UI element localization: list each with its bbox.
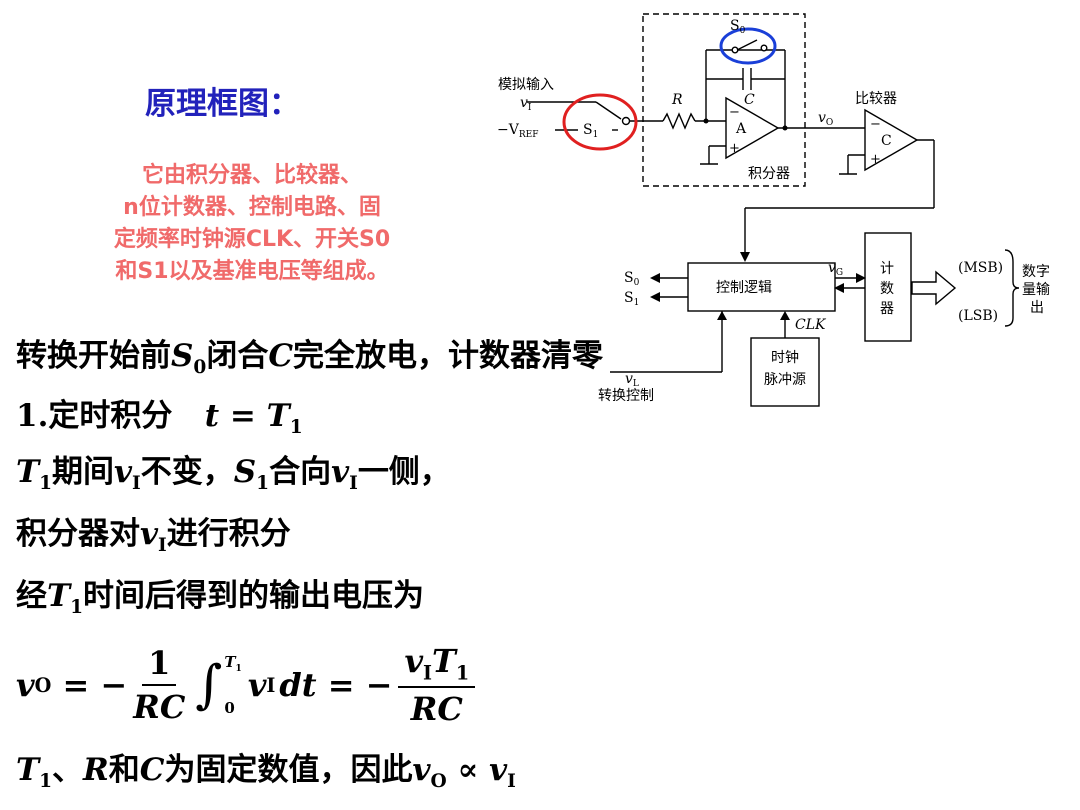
label-control-logic: 控制逻辑 xyxy=(716,280,772,296)
label-comparator: 比较器 xyxy=(855,91,897,107)
label-s1: S1 xyxy=(583,122,598,140)
page-title: 原理框图： xyxy=(145,86,300,122)
label-vi: vI xyxy=(520,95,532,113)
label-vg: vG xyxy=(828,260,843,278)
s0-highlight-ellipse xyxy=(719,27,777,65)
integral-sign: ∫ xyxy=(195,655,223,715)
description-line: 和S1以及基准电压等组成。 xyxy=(115,259,389,284)
label-clock-1: 时钟 xyxy=(771,349,799,366)
label-vref: −VREF xyxy=(497,122,538,140)
output-arrow xyxy=(911,270,957,306)
fraction-1-over-rc: 1 RC xyxy=(133,644,186,726)
label-minus: − xyxy=(729,105,740,120)
label-counter-2: 数 xyxy=(880,281,894,297)
label-integrator: 积分器 xyxy=(748,166,790,182)
label-amp-a: A xyxy=(735,121,747,137)
label-comp-c: C xyxy=(881,133,892,149)
text-line-7: T1、R和C为固定数值，因此vO ∝ vI xyxy=(16,752,516,793)
label-comp-plus: + xyxy=(870,152,881,167)
label-msb: (MSB) xyxy=(958,260,1003,276)
text-line-4: 积分器对vI进行积分 xyxy=(16,516,291,557)
circuit-diagram: 模拟输入 vI −VREF S1 S0 R C A − + 积分器 vO 比较器… xyxy=(497,13,1050,407)
label-digital-output-2: 量输 xyxy=(1022,282,1050,298)
description-line: 它由积分器、比较器、 xyxy=(141,163,362,188)
label-plus: + xyxy=(729,141,740,156)
label-r: R xyxy=(671,92,683,108)
label-counter-1: 计 xyxy=(880,261,894,277)
description-line: n位计数器、控制电路、固 xyxy=(123,195,381,220)
label-out-s0: S0 xyxy=(624,270,640,288)
label-s0: S0 xyxy=(730,18,746,36)
label-clock-2: 脉冲源 xyxy=(764,372,806,388)
label-c: C xyxy=(744,92,755,108)
comparator-c xyxy=(864,108,919,172)
s1-highlight-ellipse xyxy=(562,93,638,151)
label-analog-input: 模拟输入 xyxy=(498,77,554,93)
label-digital-output-3: 出 xyxy=(1030,300,1044,316)
text-line-1: 转换开始前S0闭合C完全放电，计数器清零 xyxy=(16,338,604,379)
op-amp-a xyxy=(725,96,780,160)
control-logic-block xyxy=(687,262,836,312)
fraction-vit1-over-rc: vIT1 RC xyxy=(398,642,476,728)
label-comp-minus: − xyxy=(870,117,881,132)
label-vo: vO xyxy=(818,110,833,128)
integral-limits: T1 0 xyxy=(224,653,242,717)
label-digital-output-1: 数字 xyxy=(1022,264,1050,280)
label-counter-3: 器 xyxy=(880,301,894,317)
text-line-3: T1期间vI不变，S1合向vI一侧， xyxy=(16,454,451,495)
description-line: 定频率时钟源CLK、开关S0 xyxy=(113,227,391,252)
label-clk: CLK xyxy=(795,317,827,333)
label-out-s1: S1 xyxy=(624,290,639,308)
switch-s1-lever xyxy=(595,101,622,120)
label-conversion-control: 转换控制 xyxy=(598,387,654,404)
label-lsb: (LSB) xyxy=(958,308,998,324)
counter-block xyxy=(864,232,912,342)
resistor-r xyxy=(662,112,696,130)
label-vl: vL xyxy=(625,371,639,389)
integrator-box xyxy=(642,13,806,187)
text-line-5: 经T1时间后得到的输出电压为 xyxy=(16,578,425,619)
description-text: 它由积分器、比较器、 n位计数器、控制电路、固 定频率时钟源CLK、开关S0 和… xyxy=(62,160,442,288)
text-line-2: 1.定时积分 t = T1 xyxy=(16,398,303,439)
